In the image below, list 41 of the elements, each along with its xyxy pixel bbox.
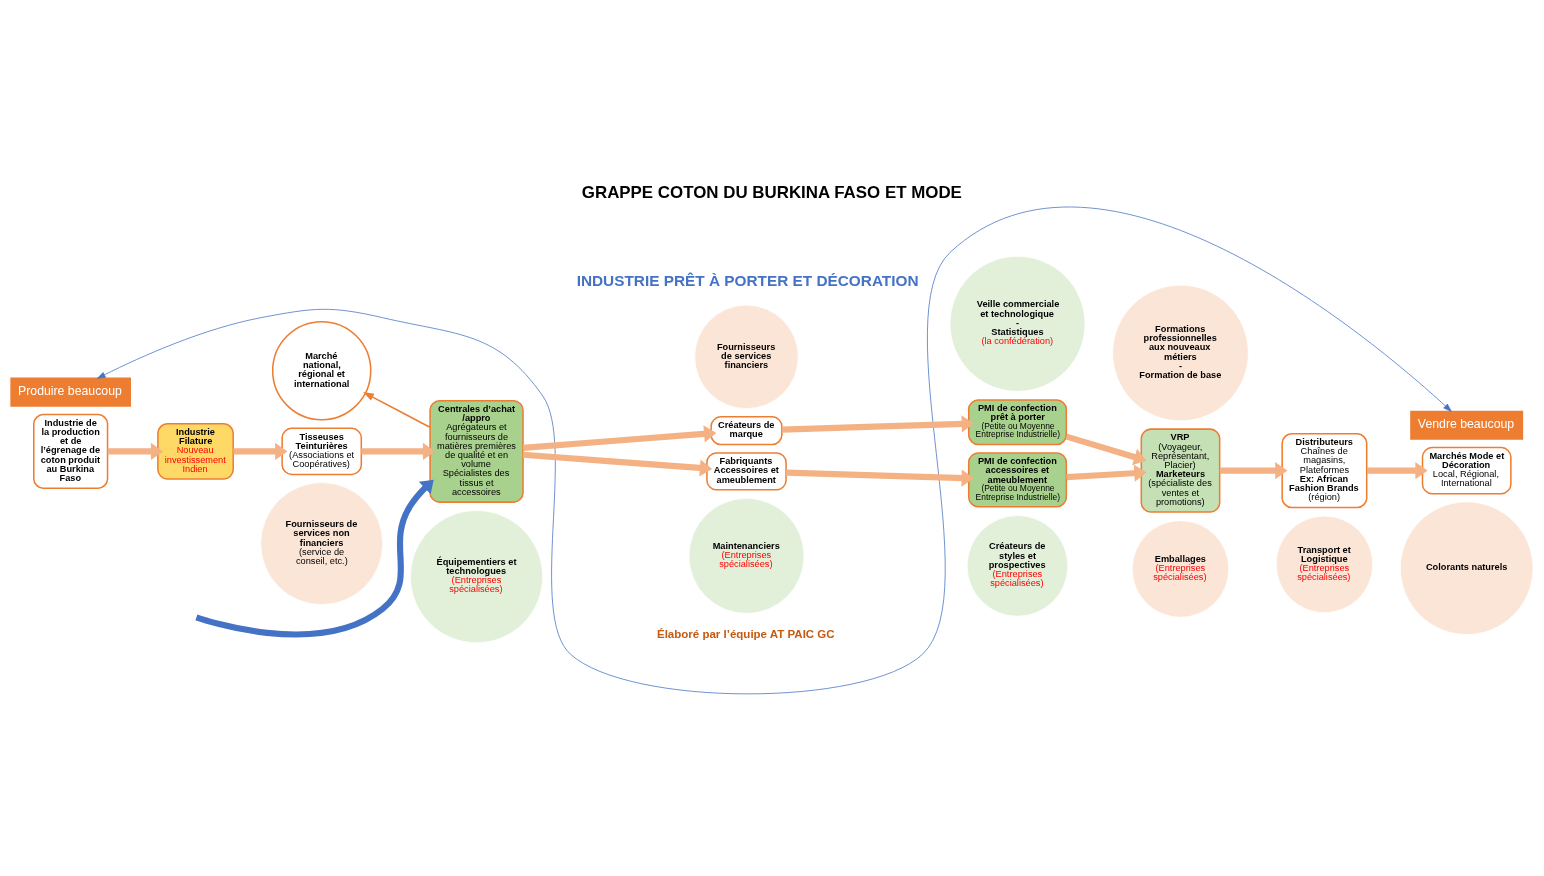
arrow <box>522 451 713 477</box>
node-circle: Colorants naturels <box>1399 501 1534 635</box>
arrow <box>1066 464 1147 482</box>
node-box: Marchés Mode et Décoration Local, Régional, International <box>1421 446 1512 495</box>
node-circle: Transport et Logistique (Entreprises spécialisées) <box>1275 515 1374 614</box>
arrow <box>195 479 434 638</box>
node-box: Vendre beaucoup <box>1410 410 1524 440</box>
node-circle: Équipementiers et technologues (Entreprises spécialisées) <box>410 510 544 644</box>
node-box: Industrie de la production et de l’égrenage de coton produit au Burkina Faso <box>33 413 109 490</box>
node-circle: Marché national, régional et international <box>271 320 372 421</box>
node-box: Distributeurs Chaînes de magasins, Plateformes Ex: African Fashion Brands (région) <box>1281 432 1368 509</box>
node-circle: Fournisseurs de services non financiers (service de conseil, etc.) <box>260 482 384 605</box>
arrow <box>97 206 1452 695</box>
node-circle: Formations professionnelles aux nouveaux métiers - Formation de base <box>1112 284 1249 422</box>
node-circle: Veille commerciale et technologique - Statistiques (la confédération) <box>949 255 1086 392</box>
arrow <box>363 392 431 428</box>
node-box: Centrales d’achat /appro Agrégateurs et fournisseurs de matières premières de qualité et en volume Spécialistes des tissus et accessoires <box>429 399 524 503</box>
caption: Élaboré par l’équipe AT PAIC GC <box>656 627 835 640</box>
arrow <box>107 442 164 460</box>
node-box: Tisseuses Teinturières (Associations et Coopératives) <box>281 427 363 476</box>
node-box: Créateurs de marque <box>710 416 783 446</box>
node-circle: Fournisseurs de services financiers <box>694 304 799 409</box>
arrow <box>361 442 436 460</box>
node-box: VRP (Voyageur, Représentant, Placier) Marketeurs (spécialiste des ventes et promotions) <box>1140 428 1221 513</box>
label: INDUSTRIE PRÊT À PORTER ET DÉCORATION <box>576 272 919 290</box>
node-circle: Maintenanciers (Entreprises spécialisées) <box>688 497 805 614</box>
diagram-title: GRAPPE COTON DU BURKINA FASO ET MODE <box>581 182 962 202</box>
arrow <box>786 469 974 487</box>
arrow <box>1219 462 1288 480</box>
node-circle: Créateurs de styles et prospectives (Entreprises spécialisées) <box>966 515 1069 617</box>
node-box: PMI de confection prêt à porter (Petite ou Moyenne Entreprise Industrielle) <box>967 399 1068 446</box>
node-box: PMI de confection accessoires et ameublement (Petite ou Moyenne Entreprise Industrielle) <box>967 452 1068 508</box>
arrow <box>1367 462 1428 480</box>
node-box: Produire beaucoup <box>10 377 131 407</box>
arrow <box>233 442 288 460</box>
arrow <box>522 425 717 451</box>
node-circle: Emballages (Entreprises spécialisées) <box>1131 520 1230 618</box>
node-box: Fabriquants Accessoires et ameublement <box>706 452 787 491</box>
arrow <box>781 415 974 433</box>
node-box: Industrie Filature Nouveau investissement Indien <box>157 422 234 480</box>
arrow <box>1065 433 1147 466</box>
